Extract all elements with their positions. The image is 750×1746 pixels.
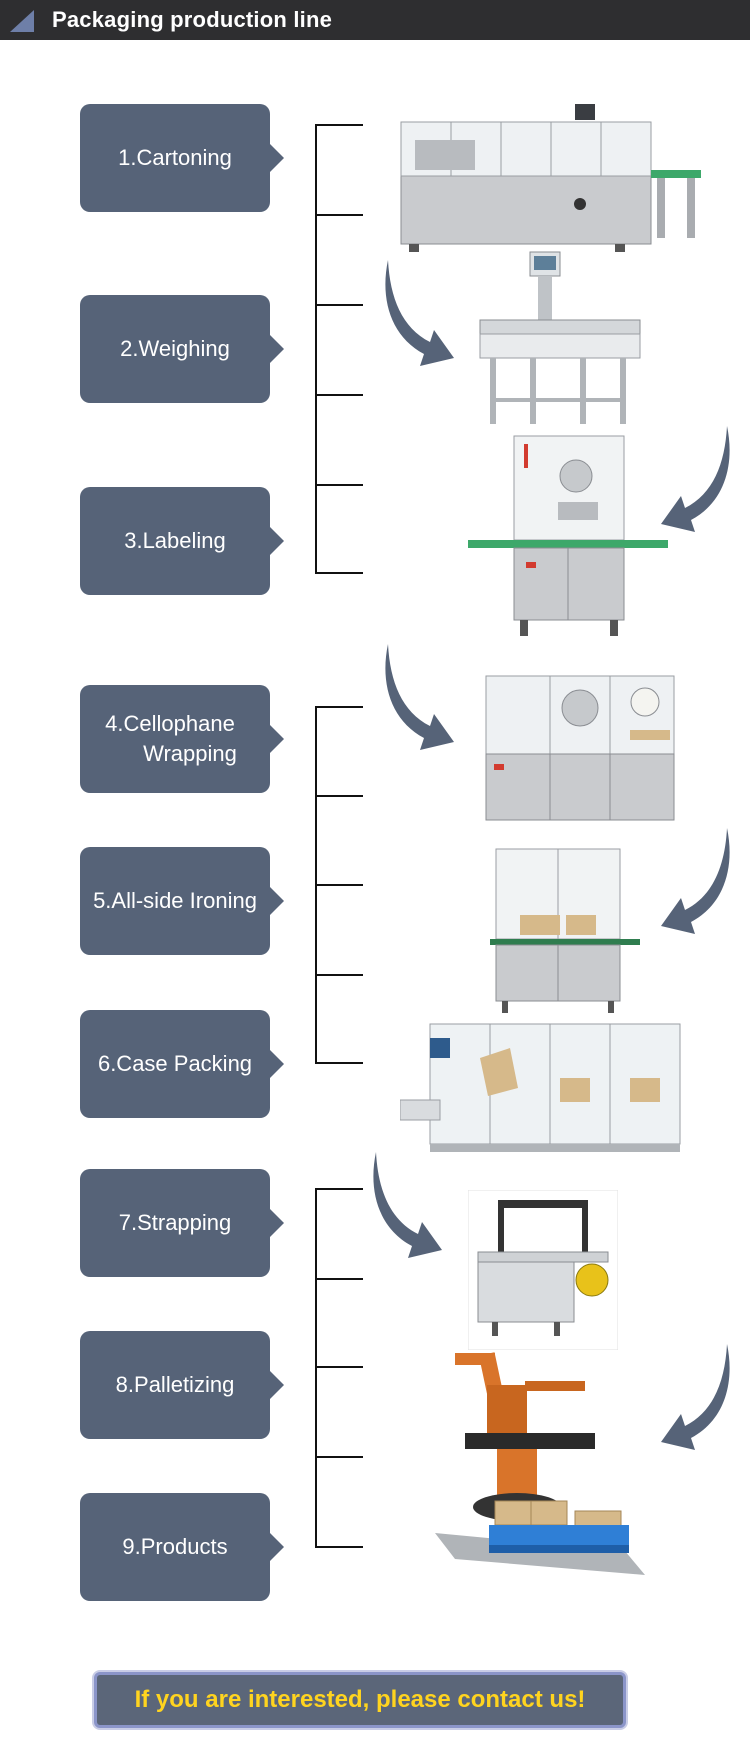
curved-arrow-left-icon [661, 426, 730, 532]
strapping-machine-image [468, 1190, 618, 1350]
bracket-tick [315, 124, 363, 126]
step-pointer [270, 335, 284, 363]
step-label: 4.Cellophane Wrapping [80, 685, 270, 793]
triangle-icon [10, 10, 34, 32]
bracket-tick [315, 1188, 363, 1190]
bracket-tick [315, 795, 363, 797]
bracket-line [315, 124, 317, 574]
step-label: 3.Labeling [124, 528, 226, 553]
bracket-tick [315, 1546, 363, 1548]
bracket-tick [315, 1278, 363, 1280]
case-packing-machine-image [400, 1023, 681, 1152]
bracket-line [315, 1188, 317, 1548]
step-all-side-ironing: 5.All-side Ironing [80, 847, 284, 955]
contact-banner[interactable]: If you are interested, please contact us… [94, 1672, 626, 1728]
bracket-tick [315, 572, 363, 574]
bracket-group-3 [315, 1188, 363, 1548]
step-weighing: 2.Weighing [80, 295, 284, 403]
palletizing-robot-image [435, 1352, 645, 1575]
bracket-tick [315, 484, 363, 486]
step-label: 1.Cartoning [118, 145, 232, 170]
step-label: 9.Products [122, 1534, 228, 1559]
page-header: Packaging production line [0, 0, 750, 40]
step-label: 2.Weighing [120, 336, 230, 361]
step-label-line1: 4.Cellophane [105, 711, 235, 736]
step-products: 9.Products [80, 1493, 284, 1601]
step-label: 5.All-side Ironing [93, 888, 257, 913]
page-title: Packaging production line [52, 7, 333, 32]
step-pointer [270, 1533, 284, 1561]
step-case-packing: 6.Case Packing [80, 1010, 284, 1118]
bracket-tick [315, 214, 363, 216]
step-pointer [270, 887, 284, 915]
bracket-tick [315, 706, 363, 708]
bracket-tick [315, 394, 363, 396]
step-cartoning: 1.Cartoning [80, 104, 284, 212]
step-labeling: 3.Labeling [80, 487, 284, 595]
step-pointer [270, 1371, 284, 1399]
curved-arrow-left-icon [661, 1344, 730, 1450]
step-cellophane-wrapping: 4.Cellophane Wrapping [80, 685, 284, 793]
step-label: 6.Case Packing [97, 1051, 253, 1076]
step-palletizing: 8.Palletizing [80, 1331, 284, 1439]
bracket-tick [315, 884, 363, 886]
bracket-tick [315, 1456, 363, 1458]
contact-banner-text: If you are interested, please contact us… [134, 1686, 586, 1713]
bracket-tick [315, 974, 363, 976]
step-label-line2: Wrapping [143, 741, 237, 766]
step-label: 8.Palletizing [115, 1372, 235, 1397]
curved-arrow-right-icon [385, 644, 454, 750]
bracket-group-1 [315, 124, 363, 574]
bracket-group-2 [315, 706, 363, 1064]
bracket-tick [315, 304, 363, 306]
step-pointer [270, 725, 284, 753]
step-pointer [270, 1050, 284, 1078]
cartoning-machine-image [400, 104, 701, 252]
curved-arrow-right-icon [385, 260, 454, 366]
bracket-tick [315, 1366, 363, 1368]
cellophane-wrapping-machine-image [485, 675, 675, 821]
step-strapping: 7.Strapping [80, 1169, 284, 1277]
step-pointer [270, 144, 284, 172]
curved-arrow-left-icon [661, 828, 730, 934]
weighing-machine-image [479, 251, 641, 424]
step-pointer [270, 1209, 284, 1237]
curved-arrow-right-icon [373, 1152, 442, 1258]
bracket-tick [315, 1062, 363, 1064]
step-pointer [270, 527, 284, 555]
labeling-machine-image [468, 435, 668, 636]
ironing-machine-image [490, 848, 640, 1013]
step-label: 7.Strapping [118, 1210, 232, 1235]
